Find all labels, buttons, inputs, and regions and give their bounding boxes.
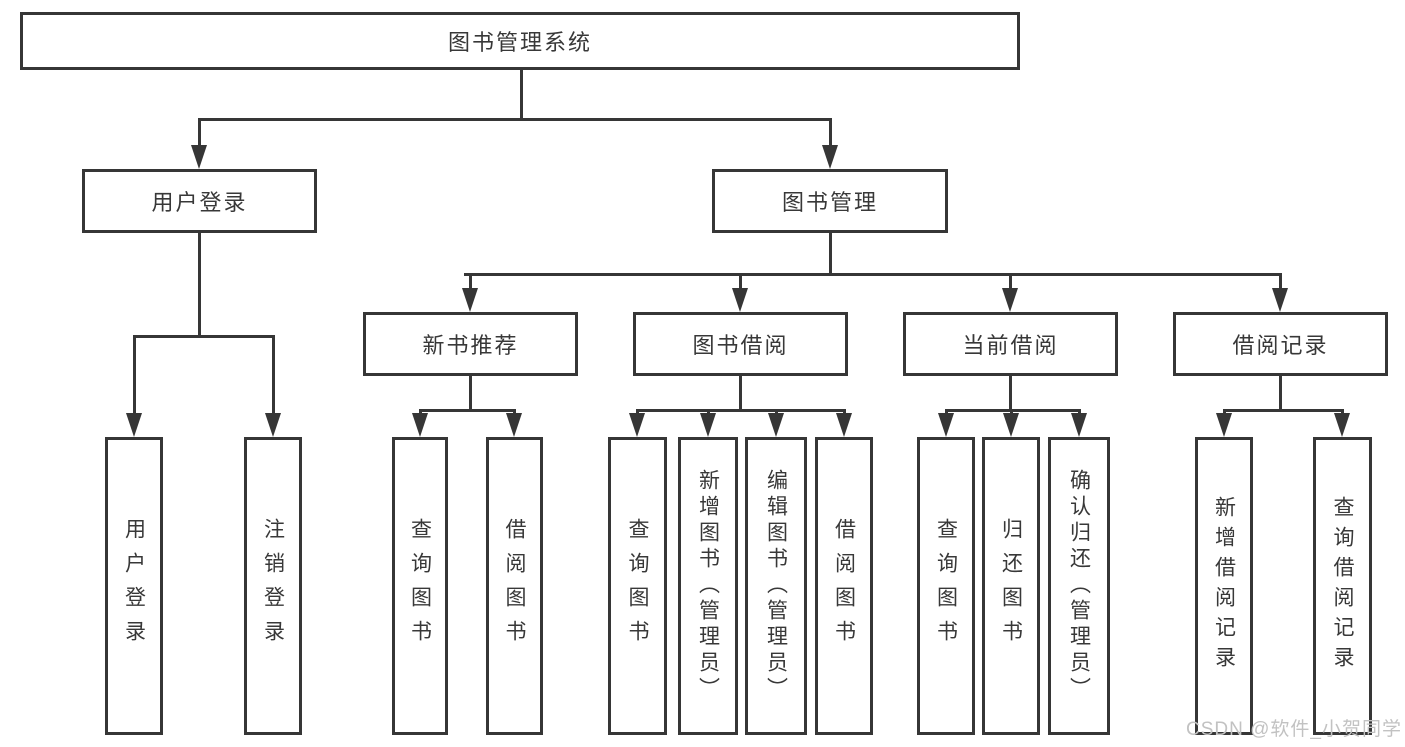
arrowhead-down-icon [412, 413, 428, 437]
connector-line-vertical [738, 376, 742, 412]
arrow-shaft [842, 409, 846, 415]
node-user-login: 用户登录 [82, 169, 317, 233]
node-label: 查询图书 [408, 518, 432, 654]
arrow-shaft [1340, 409, 1344, 415]
leaf-user-login: 用户登录 [105, 437, 163, 735]
arrow-shaft [1009, 409, 1013, 415]
leaf-add-books-admin: 新增图书（管理员） [678, 437, 738, 735]
node-borrowing-records: 借阅记录 [1173, 312, 1388, 376]
arrowhead-down-icon [462, 288, 478, 312]
leaf-query-books-current: 查询图书 [917, 437, 975, 735]
arrowhead-down-icon [265, 413, 281, 437]
watermark: CSDN @软件_小贺同学 [1186, 719, 1402, 740]
node-label: 新书推荐 [422, 333, 519, 358]
node-label: 当前借阅 [962, 333, 1059, 358]
leaf-confirm-return-admin: 确认归还（管理员） [1048, 437, 1110, 735]
arrowhead-down-icon [1216, 413, 1232, 437]
leaf-edit-books-admin: 编辑图书（管理员） [745, 437, 807, 735]
arrowhead-down-icon [126, 413, 142, 437]
node-label: 注销登录 [261, 518, 285, 654]
connector-line-horizontal [133, 335, 274, 338]
node-root-library-system: 图书管理系统 [20, 12, 1020, 70]
node-label: 归还图书 [999, 518, 1023, 654]
arrow-shaft [418, 409, 422, 415]
leaf-query-borrowing-record: 查询借阅记录 [1313, 437, 1372, 735]
node-label: 借阅图书 [503, 518, 527, 654]
arrowhead-down-icon [1272, 288, 1288, 312]
arrowhead-down-icon [1003, 413, 1019, 437]
arrow-shaft [1077, 409, 1081, 415]
arrow-shaft [774, 409, 778, 415]
connector-line-horizontal [945, 409, 1080, 412]
arrow-shaft [512, 409, 516, 415]
arrow-shaft [468, 273, 472, 290]
leaf-borrow-books-borrowing: 借阅图书 [815, 437, 873, 735]
connector-line-horizontal [419, 409, 516, 412]
node-label: 用户登录 [151, 190, 248, 215]
connector-line-horizontal [464, 273, 1282, 276]
arrowhead-down-icon [938, 413, 954, 437]
node-label: 查询图书 [934, 518, 958, 654]
node-new-book-recommendation: 新书推荐 [363, 312, 578, 376]
node-label: 图书管理系统 [447, 30, 592, 55]
node-label: 图书借阅 [692, 333, 789, 358]
arrow-shaft [1278, 273, 1282, 290]
node-label: 查询图书 [626, 518, 650, 654]
leaf-borrow-books-recommend: 借阅图书 [486, 437, 543, 735]
arrow-shaft [1008, 273, 1012, 290]
leaf-query-books-borrowing: 查询图书 [608, 437, 667, 735]
arrow-shaft [706, 409, 710, 415]
leaf-logout: 注销登录 [244, 437, 302, 735]
arrow-shaft [132, 335, 136, 415]
connector-line-vertical [519, 70, 523, 121]
node-label: 新增借阅记录 [1212, 496, 1236, 676]
node-book-borrowing: 图书借阅 [633, 312, 848, 376]
connector-line-horizontal [636, 409, 846, 412]
arrowhead-down-icon [191, 145, 207, 169]
node-label: 新增图书（管理员） [696, 469, 720, 703]
connector-line-vertical [197, 233, 201, 338]
arrowhead-down-icon [836, 413, 852, 437]
connector-line-horizontal [1223, 409, 1343, 412]
arrow-shaft [738, 273, 742, 290]
arrowhead-down-icon [1002, 288, 1018, 312]
arrowhead-down-icon [506, 413, 522, 437]
arrowhead-down-icon [629, 413, 645, 437]
node-book-management: 图书管理 [712, 169, 948, 233]
arrow-shaft [944, 409, 948, 415]
arrowhead-down-icon [700, 413, 716, 437]
node-label: 编辑图书（管理员） [764, 469, 788, 703]
node-label: 借阅记录 [1232, 333, 1329, 358]
connector-line-horizontal [198, 118, 832, 121]
node-current-borrowing: 当前借阅 [903, 312, 1118, 376]
arrow-shaft [197, 118, 201, 147]
leaf-return-books: 归还图书 [982, 437, 1040, 735]
node-label: 查询借阅记录 [1331, 496, 1355, 676]
arrowhead-down-icon [732, 288, 748, 312]
connector-line-vertical [468, 376, 472, 412]
arrowhead-down-icon [1334, 413, 1350, 437]
arrowhead-down-icon [1071, 413, 1087, 437]
leaf-add-borrowing-record: 新增借阅记录 [1195, 437, 1253, 735]
node-label: 借阅图书 [832, 518, 856, 654]
arrow-shaft [271, 335, 275, 415]
arrow-shaft [635, 409, 639, 415]
leaf-query-books-recommend: 查询图书 [392, 437, 448, 735]
arrow-shaft [1222, 409, 1226, 415]
connector-line-vertical [1008, 376, 1012, 412]
connector-line-vertical [828, 233, 832, 276]
connector-line-vertical [1278, 376, 1282, 412]
node-label: 确认归还（管理员） [1067, 469, 1091, 703]
node-label: 图书管理 [781, 190, 878, 215]
node-label: 用户登录 [122, 518, 146, 654]
arrowhead-down-icon [822, 145, 838, 169]
arrowhead-down-icon [768, 413, 784, 437]
arrow-shaft [828, 118, 832, 147]
